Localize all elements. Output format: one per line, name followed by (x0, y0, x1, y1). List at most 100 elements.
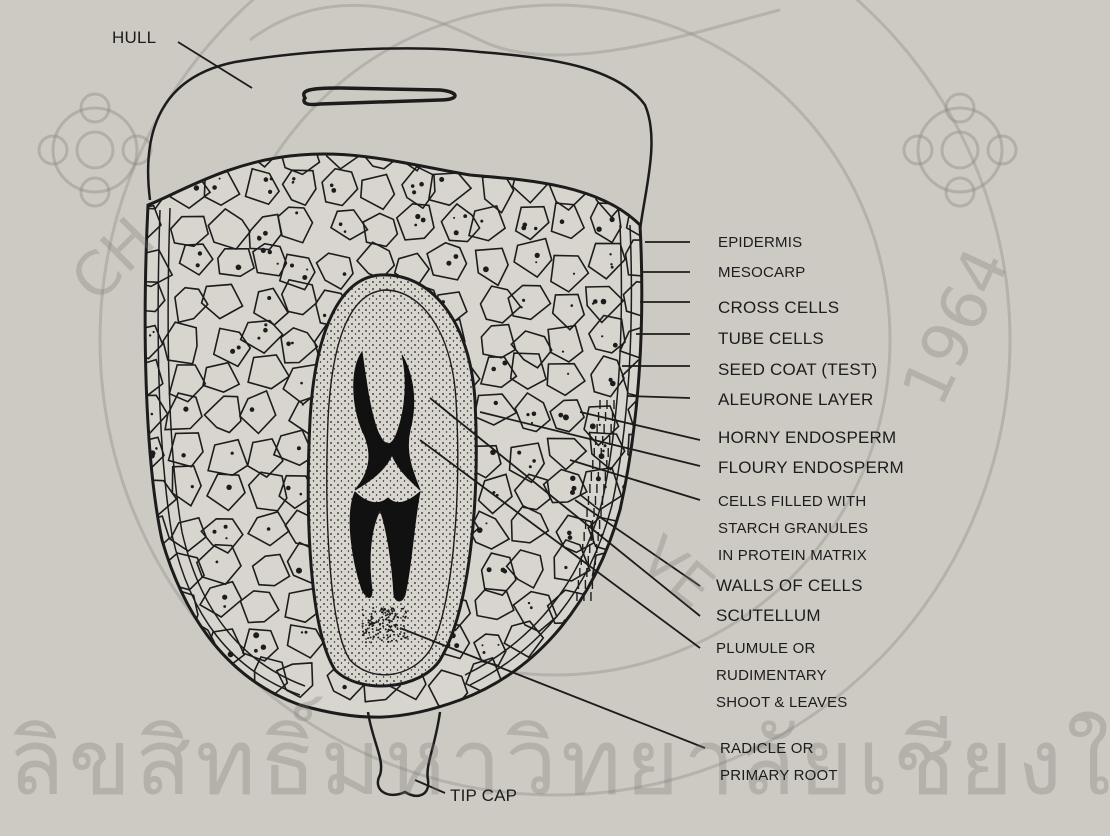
radicle-dot (377, 633, 379, 635)
starch-granule (231, 452, 234, 455)
starch-granule (216, 561, 219, 564)
starch-granule (292, 177, 295, 180)
starch-granule (181, 453, 185, 457)
starch-granule (646, 379, 648, 381)
starch-granule (185, 179, 191, 185)
starch-granule (477, 527, 483, 533)
radicle-dot (387, 614, 389, 616)
label-cells-filled-2: STARCH GRANULES (718, 520, 868, 537)
label-cells-filled-3: IN PROTEIN MATRIX (718, 547, 867, 564)
starch-granule (292, 181, 294, 183)
radicle-dot (402, 635, 404, 637)
starch-granule (291, 342, 294, 345)
starch-granule (305, 631, 308, 634)
radicle-dot (388, 629, 390, 631)
starch-granule (573, 140, 576, 143)
starch-granule (286, 486, 291, 491)
starch-granule (645, 636, 648, 639)
radicle-dot (362, 634, 364, 636)
radicle-dot (386, 634, 388, 636)
starch-granule (213, 530, 217, 534)
radicle-dot (395, 624, 397, 626)
endosperm-cell (623, 625, 658, 662)
starch-granule (613, 343, 618, 348)
starch-granule (153, 331, 155, 333)
radicle-dot (370, 616, 372, 618)
starch-granule (414, 224, 417, 227)
starch-granule (212, 185, 217, 190)
starch-granule (538, 143, 541, 146)
starch-granule (185, 139, 189, 143)
radicle-dot (375, 621, 377, 623)
radicle-dot (387, 624, 389, 626)
starch-granule (532, 412, 537, 417)
endosperm-cell (130, 632, 167, 666)
radicle-dot (385, 614, 387, 616)
starch-granule (567, 373, 569, 375)
starch-granule (253, 632, 259, 638)
radicle-dot (373, 635, 375, 637)
radicle-dot (371, 613, 373, 615)
radicle-dot (388, 616, 390, 618)
starch-granule (224, 525, 228, 529)
starch-granule (261, 248, 266, 253)
starch-granule (301, 631, 303, 633)
starch-granule (254, 649, 258, 653)
starch-granule (230, 349, 235, 354)
starch-granule (264, 177, 269, 182)
starch-granule (257, 147, 260, 150)
starch-granule (520, 306, 522, 308)
radicle-dot (374, 611, 376, 613)
radicle-dot (363, 632, 365, 634)
label-floury-endosperm: FLOURY ENDOSPERM (718, 458, 904, 478)
starch-granule (411, 184, 415, 188)
starch-granule (290, 264, 294, 268)
radicle-dot (367, 628, 369, 630)
starch-granule (219, 178, 221, 180)
radicle-dot (393, 609, 395, 611)
starch-granule (295, 211, 298, 214)
radicle-dot (376, 629, 378, 631)
radicle-dot (372, 628, 374, 630)
starch-granule (610, 217, 615, 222)
radicle-dot (362, 631, 364, 633)
endosperm-cell (551, 127, 586, 165)
starch-granule (270, 177, 273, 180)
radicle-dot (382, 610, 384, 612)
starch-granule (156, 678, 160, 682)
starch-granule (261, 645, 266, 650)
radicle-dot (391, 609, 393, 611)
endosperm-cell (518, 130, 556, 165)
starch-granule (492, 157, 496, 161)
radicle-dot (362, 609, 364, 611)
starch-granule (573, 273, 575, 275)
starch-granule (182, 138, 187, 143)
starch-granule (568, 535, 573, 540)
radicle-dot (397, 635, 399, 637)
starch-granule (225, 537, 227, 539)
watermark-thai-text: ลิขสิทธิ์มหาวิทยาลัยเชียงใหม่ (8, 688, 1110, 835)
starch-granule (421, 218, 426, 223)
starch-granule (454, 230, 459, 235)
starch-granule (606, 593, 608, 595)
radicle-dot (375, 634, 377, 636)
starch-granule (565, 152, 569, 156)
radicle-dot (392, 618, 394, 620)
radicle-dot (382, 612, 384, 614)
starch-granule (609, 253, 611, 255)
radicle-dot (372, 622, 374, 624)
radicle-dot (401, 608, 403, 610)
radicle-dot (362, 614, 364, 616)
starch-granule (463, 214, 467, 218)
radicle-dot (391, 640, 393, 642)
radicle-dot (365, 641, 367, 643)
label-mesocarp: MESOCARP (718, 264, 805, 281)
starch-granule (332, 188, 334, 190)
endosperm-cell (623, 475, 658, 508)
starch-granule (483, 266, 489, 272)
endosperm-cell (587, 628, 627, 667)
endosperm-cell (632, 175, 669, 207)
radicle-dot (369, 620, 371, 622)
radicle-dot (394, 613, 396, 615)
starch-granule (277, 263, 279, 265)
